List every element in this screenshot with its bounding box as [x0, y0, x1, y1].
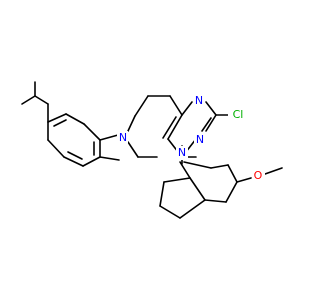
- bond: [264, 167, 283, 175]
- bond: [163, 177, 191, 183]
- bond: [159, 181, 165, 207]
- bond: [63, 156, 84, 167]
- methoxy-oxygen-label: O: [254, 169, 263, 182]
- label-backdrop: [228, 108, 246, 122]
- bridge-nitrogen-label: N: [178, 146, 186, 159]
- bond: [53, 119, 67, 127]
- bond: [21, 95, 36, 105]
- bond: [99, 156, 120, 161]
- chlorine-label: Cl: [233, 108, 244, 121]
- bond: [159, 205, 181, 219]
- bond: [204, 199, 227, 203]
- label-backdrop: [252, 169, 265, 183]
- atom-labels: N N N Cl N O: [117, 94, 265, 183]
- bond: [205, 114, 217, 132]
- label-backdrop: [194, 133, 206, 147]
- label-backdrop: [117, 131, 128, 144]
- bond: [67, 151, 83, 160]
- bond: [83, 123, 101, 141]
- pyrimidine-nitrogen-top-label: N: [195, 94, 203, 107]
- bond: [134, 95, 149, 117]
- bond: [47, 139, 65, 158]
- bond: [99, 134, 119, 141]
- bond: [181, 101, 193, 116]
- bond: [127, 115, 136, 132]
- label-backdrop: [193, 94, 205, 108]
- bond: [65, 113, 85, 125]
- bond: [201, 117, 212, 132]
- bond: [205, 101, 217, 116]
- bond: [82, 156, 101, 167]
- bond: [225, 181, 238, 203]
- bond: [169, 95, 183, 116]
- bond: [167, 114, 183, 140]
- label-backdrop: [176, 146, 188, 160]
- molecule-structure: N N N Cl N O: [21, 81, 283, 219]
- bond: [210, 164, 229, 169]
- bond-lines: [21, 81, 283, 219]
- piperidine-nitrogen-label: N: [119, 131, 127, 144]
- bond: [179, 161, 191, 179]
- bond: [227, 164, 238, 183]
- bond: [236, 177, 252, 183]
- pyrimidine-nitrogen-bottom-label: N: [196, 133, 204, 146]
- bond: [189, 177, 206, 201]
- bond: [34, 95, 49, 105]
- bond: [162, 116, 177, 139]
- bond: [127, 141, 139, 158]
- bond: [47, 113, 67, 123]
- bond: [179, 199, 206, 219]
- bond: [183, 161, 212, 169]
